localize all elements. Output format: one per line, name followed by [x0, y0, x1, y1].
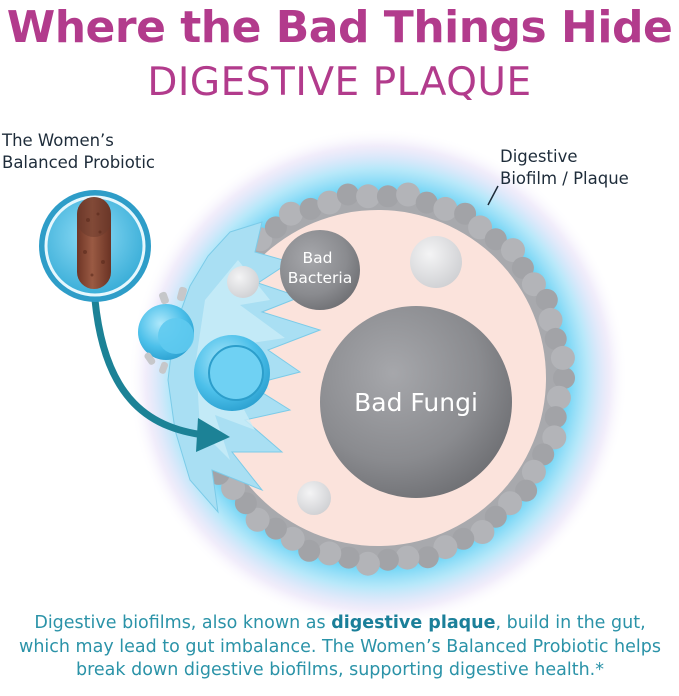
probiotic-sphere-inner	[158, 318, 194, 354]
page-subtitle: DIGESTIVE PLAQUE	[147, 60, 532, 105]
biofilm-bump	[415, 191, 438, 214]
biofilm-bump	[515, 479, 538, 502]
biofilm-bump	[501, 238, 525, 263]
biofilm-bump	[454, 202, 477, 225]
biofilm-bump	[336, 183, 359, 206]
biofilm-bump	[511, 256, 534, 279]
page-title: Where the Bad Things Hide	[6, 2, 673, 53]
biofilm-bump	[433, 196, 458, 221]
biofilm-bump	[245, 507, 270, 532]
biofilm-bump	[484, 505, 507, 528]
biofilm-bump	[221, 476, 246, 501]
product-label: The Women’s Balanced Probiotic	[2, 131, 155, 172]
biofilm-bump	[532, 443, 555, 466]
biofilm-bump	[544, 406, 567, 429]
biofilm-bump	[356, 184, 381, 209]
bad-bacteria-label: Bad Bacteria	[288, 249, 352, 287]
biofilm-bump	[317, 541, 342, 566]
bad-fungi-label: Bad Fungi	[354, 388, 478, 417]
bad-fungi	[320, 306, 512, 498]
biofilm-bump	[452, 527, 475, 550]
biofilm-bump	[433, 535, 458, 560]
biofilm-bump	[535, 288, 558, 311]
biofilm-bump	[550, 345, 575, 370]
probiotic-capsule-icon	[77, 197, 111, 289]
biofilm-bump	[299, 197, 322, 220]
biofilm-bump	[498, 491, 523, 516]
biofilm-bump	[470, 520, 495, 544]
biofilm-bump	[280, 526, 305, 551]
biofilm-bump	[355, 551, 380, 576]
biofilm-bump	[521, 459, 546, 484]
microbe-small	[227, 266, 259, 298]
caption-highlight: digestive plaque	[331, 613, 496, 633]
biofilm-bump	[264, 517, 287, 540]
biofilm-bump	[553, 367, 575, 389]
biofilm-bump	[468, 215, 493, 240]
biofilm-bump	[376, 548, 399, 571]
biofilm-bump	[317, 190, 342, 215]
biofilm-bump	[521, 272, 546, 297]
biofilm-bump	[337, 546, 360, 569]
arrow-icon	[91, 296, 216, 440]
biofilm-bump	[416, 546, 439, 569]
bad-bacteria	[280, 230, 360, 310]
biofilm-bump	[538, 307, 563, 332]
biofilm-label: Digestive Biofilm / Plaque	[500, 147, 629, 188]
microbe-small	[297, 481, 331, 515]
biofilm-bump	[395, 545, 420, 570]
biofilm-bump	[544, 327, 567, 350]
biofilm-bump	[298, 539, 321, 562]
biofilm-bump	[278, 201, 303, 226]
caption-text: Digestive biofilms, also known as digest…	[19, 613, 661, 680]
microbe-small	[410, 236, 462, 288]
biofilm-bump	[546, 385, 571, 410]
biofilm-bump	[234, 492, 257, 515]
biofilm-bump	[264, 216, 287, 239]
probiotic-sphere-inner	[208, 345, 264, 401]
biofilm-bump	[376, 185, 399, 208]
biofilm-pointer	[487, 185, 499, 206]
biofilm-bump	[484, 228, 507, 251]
biofilm-bump	[396, 182, 421, 207]
biofilm-bump	[542, 425, 567, 450]
